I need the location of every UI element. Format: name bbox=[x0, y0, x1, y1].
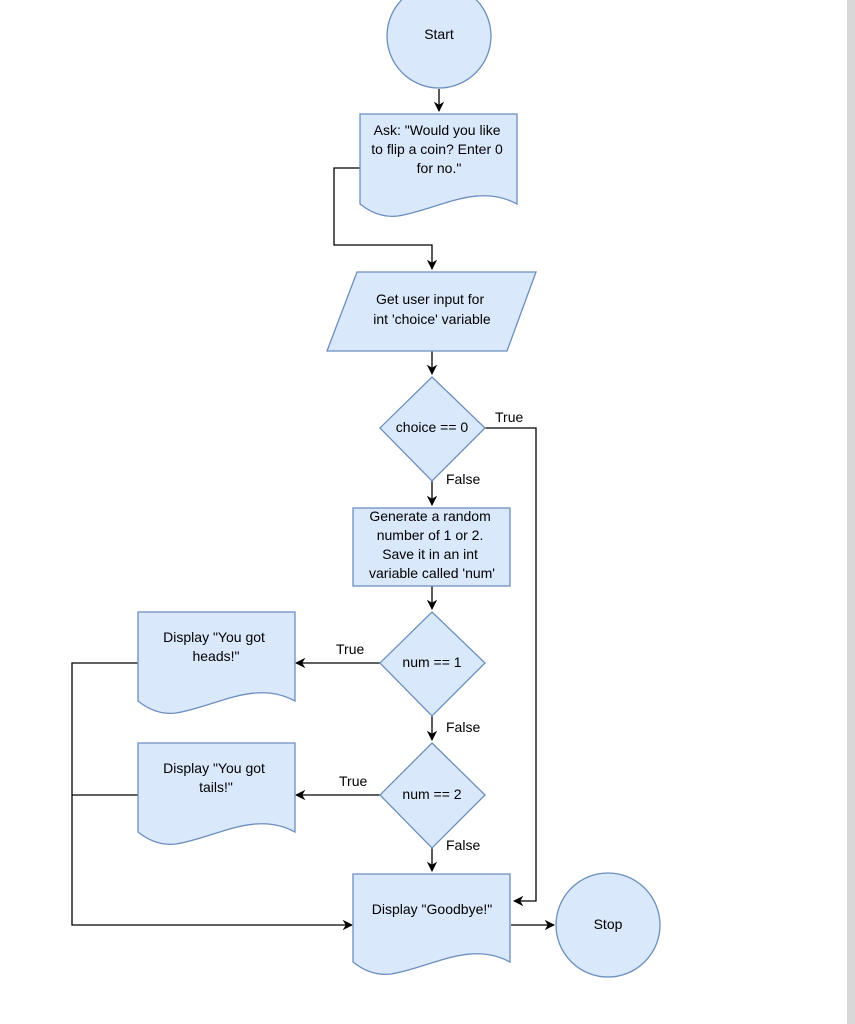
generate-line-4: variable called 'num' bbox=[369, 565, 495, 581]
decision-diamond bbox=[379, 742, 486, 849]
generate-line-1: Generate a random bbox=[369, 508, 490, 524]
edge-label-num2-false: False bbox=[446, 837, 480, 853]
tails-label: Display "You got tails!" bbox=[163, 760, 269, 795]
node-num1-decision: num == 1 bbox=[379, 611, 486, 717]
node-num2-decision: num == 2 bbox=[379, 742, 486, 849]
frame-border-right bbox=[847, 0, 855, 1024]
ask-line-1: Ask: "Would you like bbox=[374, 122, 501, 138]
start-label: Start bbox=[424, 26, 454, 42]
tails-line-1: Display "You got bbox=[163, 760, 265, 776]
node-choice-decision: choice == 0 bbox=[379, 376, 486, 482]
edge-label-choice-true: True bbox=[495, 409, 523, 425]
ask-label: Ask: "Would you like to flip a coin? Ent… bbox=[371, 122, 506, 176]
node-goodbye: Display "Goodbye!" bbox=[352, 873, 511, 976]
edge-label-num1-true: True bbox=[336, 641, 364, 657]
choice-line-1: choice == 0 bbox=[396, 419, 469, 435]
choice-label: choice == 0 bbox=[396, 419, 469, 435]
edge-label-choice-false: False bbox=[446, 471, 480, 487]
goodbye-line-1: Display "Goodbye!" bbox=[372, 901, 492, 917]
node-stop: Stop bbox=[555, 872, 661, 978]
ask-line-3: for no." bbox=[417, 160, 462, 176]
heads-line-2: heads!" bbox=[192, 648, 239, 664]
node-tails: Display "You got tails!" bbox=[137, 742, 296, 846]
heads-line-1: Display "You got bbox=[163, 629, 265, 645]
decision-diamond bbox=[379, 376, 486, 482]
edges bbox=[71, 89, 556, 931]
terminator-circle bbox=[555, 872, 661, 978]
document-shape bbox=[137, 742, 296, 846]
document-shape bbox=[137, 611, 296, 715]
heads-label: Display "You got heads!" bbox=[163, 629, 269, 664]
ask-line-2: to flip a coin? Enter 0 bbox=[371, 141, 503, 157]
terminator-circle bbox=[386, 0, 492, 89]
num2-line-1: num == 2 bbox=[402, 786, 461, 802]
generate-label: Generate a random number of 1 or 2. Save… bbox=[369, 508, 495, 581]
edge-label-num1-false: False bbox=[446, 719, 480, 735]
node-generate: Generate a random number of 1 or 2. Save… bbox=[352, 507, 511, 587]
edge-choice-true bbox=[485, 427, 537, 907]
node-input: Get user input for int 'choice' variable bbox=[326, 271, 537, 352]
edge-heads-to-goodbye bbox=[71, 662, 354, 931]
goodbye-label: Display "Goodbye!" bbox=[372, 901, 492, 917]
num2-label: num == 2 bbox=[402, 786, 461, 802]
tails-line-2: tails!" bbox=[199, 779, 233, 795]
generate-line-2: number of 1 or 2. bbox=[377, 527, 484, 543]
stop-line-1: Stop bbox=[594, 916, 623, 932]
process-rect bbox=[352, 507, 511, 587]
generate-line-3: Save it in an int bbox=[382, 546, 478, 562]
document-shape bbox=[352, 873, 511, 976]
document-shape bbox=[359, 113, 518, 218]
edge-labels: True False True False True False bbox=[336, 409, 523, 853]
num1-line-1: num == 1 bbox=[402, 654, 461, 670]
edge-label-num2-true: True bbox=[339, 773, 367, 789]
node-ask: Ask: "Would you like to flip a coin? Ent… bbox=[359, 113, 518, 218]
input-label: Get user input for int 'choice' variable bbox=[373, 291, 491, 327]
input-line-2: int 'choice' variable bbox=[373, 311, 491, 327]
node-start: Start bbox=[386, 0, 492, 89]
edge-ask-to-input bbox=[333, 167, 438, 271]
input-line-1: Get user input for bbox=[376, 291, 485, 307]
decision-diamond bbox=[379, 611, 486, 717]
num1-label: num == 1 bbox=[402, 654, 461, 670]
stop-label: Stop bbox=[594, 916, 623, 932]
parallelogram-shape bbox=[326, 271, 537, 352]
start-line-1: Start bbox=[424, 26, 454, 42]
node-heads: Display "You got heads!" bbox=[137, 611, 296, 715]
